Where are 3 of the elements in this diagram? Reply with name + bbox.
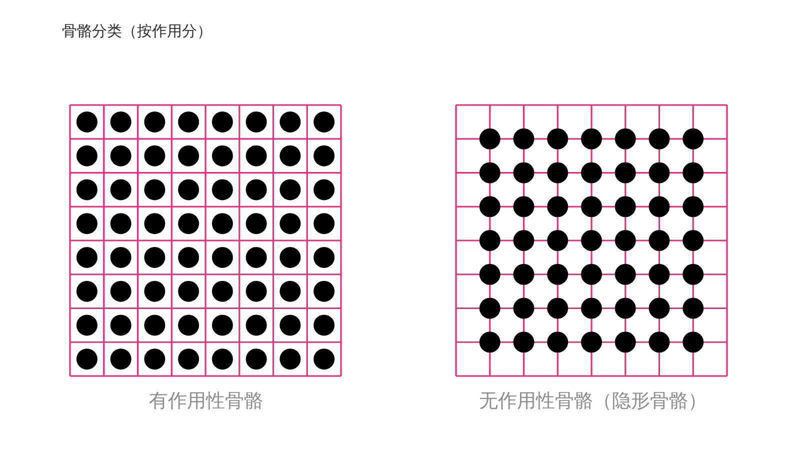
grid-caption: 无作用性骨骼（隐形骨骼） xyxy=(479,390,707,413)
grid-caption: 有作用性骨骼 xyxy=(149,390,263,413)
diagram-title: 骨骼分类（按作用分） xyxy=(62,22,212,40)
